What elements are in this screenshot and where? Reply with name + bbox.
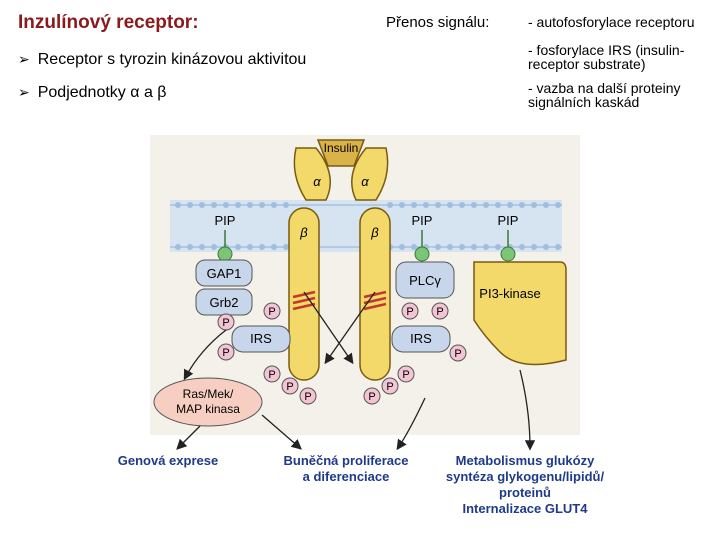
phosphate-6: P xyxy=(299,387,317,405)
pi3k-label: PI3-kinase xyxy=(479,286,540,301)
irs-left: IRS xyxy=(231,325,291,353)
alpha-right-label: α xyxy=(361,174,369,189)
outcome-proliferation-line2: a diferenciace xyxy=(303,469,390,484)
alpha-left-label: α xyxy=(313,174,321,189)
svg-text:P: P xyxy=(406,306,413,318)
phosphate-5: P xyxy=(281,377,299,395)
pathway-arrows xyxy=(176,329,536,451)
beta-subunit-left: β xyxy=(288,207,320,381)
irs-left-label: IRS xyxy=(250,331,272,346)
signal-item-3-line1: - vazba na další proteiny xyxy=(528,80,681,96)
bullet-1: ➢ Receptor s tyrozin kinázovou aktivitou xyxy=(18,51,306,69)
phosphate-12: P xyxy=(363,387,381,405)
phosphate-4: P xyxy=(263,365,281,383)
svg-text:P: P xyxy=(286,381,293,393)
outcome-metabolism-line2: syntéza glykogenu/lipidů/ xyxy=(446,469,605,484)
svg-text:P: P xyxy=(386,381,393,393)
signal-heading: Přenos signálu: xyxy=(386,14,490,31)
svg-text:P: P xyxy=(222,317,229,329)
irs-right-label: IRS xyxy=(410,331,432,346)
phosphate-3: P xyxy=(217,343,235,361)
phosphate-11: P xyxy=(381,377,399,395)
slide-title: Inzulínový receptor: xyxy=(18,12,199,33)
signal-item-1: - autofosforylace receptoru xyxy=(528,15,695,29)
signal-item-3: - vazba na další proteiny signálních kas… xyxy=(528,81,681,109)
pip-left: PIP xyxy=(215,213,236,262)
signal-item-2-line2: receptor substrate) xyxy=(528,56,646,72)
beta-subunit-right: β xyxy=(359,207,391,381)
grb2-label: Grb2 xyxy=(210,295,239,310)
beta-right-label: β xyxy=(370,225,379,240)
svg-text:P: P xyxy=(222,347,229,359)
pip-left-label: PIP xyxy=(215,213,236,228)
phosphate-1: P xyxy=(217,313,235,331)
bullet-2-text: Podjednotky α a β xyxy=(37,84,167,101)
pip-right: PIP xyxy=(498,213,519,262)
arrow-bullet-icon: ➢ xyxy=(18,51,30,67)
insulin-molecule: Insulin xyxy=(316,139,366,167)
ras-mek-map-kinase: Ras/Mek/ MAP kinasa xyxy=(153,377,263,427)
gap1-label: GAP1 xyxy=(207,266,242,281)
outcome-metabolism-line4: Internalizace GLUT4 xyxy=(463,501,589,516)
svg-text:P: P xyxy=(402,369,409,381)
plc-gamma-protein: PLCγ xyxy=(395,261,455,299)
autophosphorylation-arrows xyxy=(303,291,376,365)
svg-text:P: P xyxy=(268,369,275,381)
pip-middle: PIP xyxy=(412,213,433,262)
bullet-1-text: Receptor s tyrozin kinázovou aktivitou xyxy=(37,51,307,68)
plc-label: PLCγ xyxy=(409,273,441,288)
svg-text:P: P xyxy=(454,348,461,360)
insulin-label: Insulin xyxy=(324,141,359,155)
grb2-protein: Grb2 xyxy=(195,288,253,316)
phosphate-9: P xyxy=(449,344,467,362)
outcome-metabolism-line3: proteinů xyxy=(499,485,551,500)
svg-text:P: P xyxy=(436,306,443,318)
svg-text:P: P xyxy=(268,306,275,318)
ras-line2: MAP kinasa xyxy=(176,402,240,416)
signal-item-2-line1: - fosforylace IRS (insulin- xyxy=(528,42,685,58)
phosphate-7: P xyxy=(401,302,419,320)
beta-left-label: β xyxy=(299,225,308,240)
alpha-subunit-left: α xyxy=(293,147,331,201)
alpha-subunit-right: α xyxy=(351,147,389,201)
pip-middle-label: PIP xyxy=(412,213,433,228)
gap1-protein: GAP1 xyxy=(195,259,253,287)
svg-text:P: P xyxy=(368,391,375,403)
phosphate-2: P xyxy=(263,302,281,320)
outcome-proliferation-line1: Buněčná proliferace xyxy=(284,453,409,468)
signal-item-1-line1: - autofosforylace receptoru xyxy=(528,14,695,30)
outcome-metabolism-line1: Metabolismus glukózy xyxy=(456,453,595,468)
arrow-bullet-icon: ➢ xyxy=(18,84,30,100)
bullet-2: ➢ Podjednotky α a β xyxy=(18,84,166,102)
phosphate-groups: P P P P P P P P P P P P xyxy=(217,302,467,405)
signal-item-2: - fosforylace IRS (insulin- receptor sub… xyxy=(528,43,684,71)
phosphate-10: P xyxy=(397,365,415,383)
phosphate-8: P xyxy=(431,302,449,320)
irs-right: IRS xyxy=(391,325,451,353)
outcome-gene-expression: Genová exprese xyxy=(118,453,218,468)
signal-item-3-line2: signálních kaskád xyxy=(528,94,640,110)
svg-text:P: P xyxy=(304,391,311,403)
ras-line1: Ras/Mek/ xyxy=(183,387,234,401)
pi3-kinase-protein: PI3-kinase xyxy=(473,261,567,366)
pip-right-label: PIP xyxy=(498,213,519,228)
